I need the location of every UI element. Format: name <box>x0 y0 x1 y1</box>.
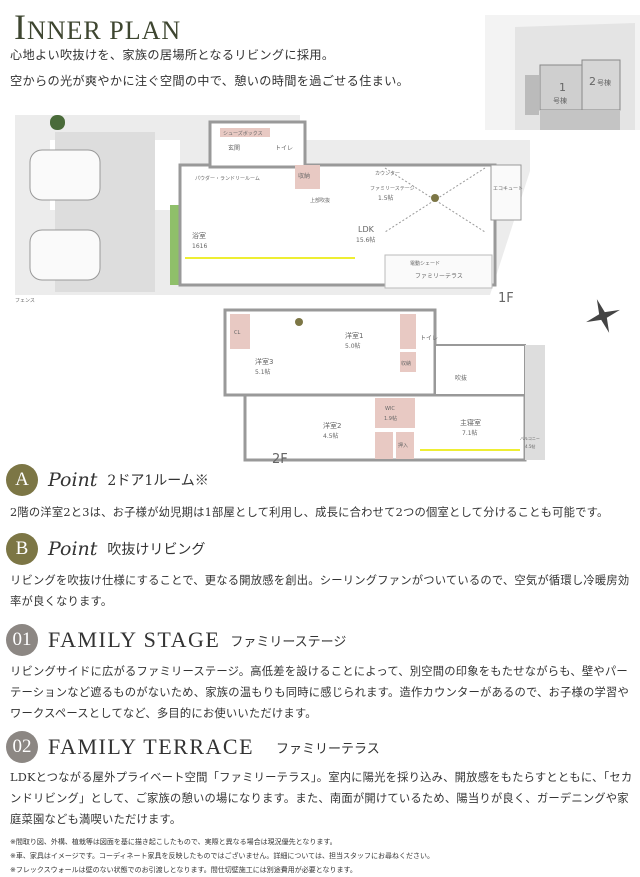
lead-line-2: 空からの光が爽やかに注ぐ空間の中で、憩いの時間を過ごせる住まい。 <box>10 74 410 88</box>
lot-1-label: 号棟 <box>553 96 567 105</box>
room-toilet-1f: トイレ <box>275 145 293 152</box>
room-shoes-box: シューズボックス <box>223 130 263 137</box>
site-map: 1 号棟 2 号棟 <box>485 15 640 130</box>
room-balcony: バルコニー <box>520 436 540 441</box>
room-counter: カウンター <box>375 170 400 177</box>
point-a-body: 2階の洋室2と3は、お子様が幼児期は1部屋として利用し、成長に合わせて2つの個室… <box>10 506 609 519</box>
ecocute-label: エコキュート <box>493 186 523 192</box>
lead-line-1: 心地よい吹抜けを、家族の居場所となるリビングに採用。 <box>10 48 335 62</box>
room-western-1-size: 5.0帖 <box>345 342 361 350</box>
room-awning: 電動シェード <box>410 260 440 267</box>
floor-plan-2f: CL 洋室1 5.0帖 洋室3 5.1帖 トイレ 収納 吹抜 WIC 1.9帖 … <box>223 308 545 465</box>
lot-2-label: 号棟 <box>597 78 611 87</box>
point-a-word: Point <box>48 469 98 491</box>
room-closet: 押入 <box>398 442 408 449</box>
lot-2-number: 2 <box>589 75 596 88</box>
room-western-1: 洋室1 <box>345 331 363 340</box>
section-01-title: FAMILY STAGE <box>48 627 221 652</box>
room-bath: 浴室 <box>192 231 206 240</box>
point-b-title: 吹抜けリビング <box>107 542 206 558</box>
room-toilet-2f: トイレ <box>420 335 438 342</box>
room-master-bedroom: 主寝室 <box>460 418 481 427</box>
page-title: INNER PLAN <box>14 6 181 48</box>
section-01-body: リビングサイドに広がるファミリーステージ。高低差を設けることによって、別空間の印… <box>10 665 630 720</box>
compass-icon <box>586 299 620 333</box>
point-b-word: Point <box>48 538 98 560</box>
room-family-stage: ファミリーステージ <box>370 186 415 192</box>
room-balcony-size: 4.5帖 <box>525 443 535 449</box>
footnotes: ※間取り図、外構、植栽等は図面を基に描き起こしたもので、実際と異なる場合は現況優… <box>10 835 434 877</box>
room-storage-1f: 収納 <box>298 172 310 180</box>
room-powder: パウダー・ランドリールーム <box>195 175 260 182</box>
point-b-badge: B <box>6 533 38 565</box>
section-02-subtitle: ファミリーテラス <box>276 741 380 757</box>
title-initial: I <box>14 7 27 47</box>
footnote: ※車、家具はイメージです。コーディネート家具を反映したものではございません。詳細… <box>10 852 434 860</box>
lot-1-number: 1 <box>559 81 566 94</box>
point-a-title: 2ドア1ルーム※ <box>107 473 209 489</box>
room-void: 吹抜 <box>455 374 467 382</box>
room-ldk: LDK <box>358 225 375 234</box>
room-genkan: 玄関 <box>228 144 240 152</box>
room-western-3-size: 5.1帖 <box>255 368 271 376</box>
section-01-subtitle: ファミリーステージ <box>230 634 347 650</box>
room-wic-size: 1.9帖 <box>384 415 397 422</box>
section-01-heading: 01 FAMILY STAGE ファミリーステージ <box>6 624 346 656</box>
point-a-heading: A Point 2ドア1ルーム※ <box>6 464 209 496</box>
point-a-badge: A <box>6 464 38 496</box>
point-b-body: リビングを吹抜け仕様にすることで、更なる開放感を創出。シーリングファンがついてい… <box>10 574 630 608</box>
fence-label: フェンス <box>15 298 35 304</box>
room-bath-size: 1616 <box>192 243 207 250</box>
room-master-size: 7.1帖 <box>462 429 478 437</box>
room-wic: WIC <box>385 406 395 412</box>
section-02-heading: 02 FAMILY TERRACE ファミリーテラス <box>6 731 380 763</box>
room-stair-void: 上部吹抜 <box>310 197 330 204</box>
floor-plan-1f: 玄関 シューズボックス トイレ 収納 パウダー・ランドリールーム 浴室 1616… <box>15 115 530 305</box>
title-rest: NNER PLAN <box>27 16 182 45</box>
section-01-badge: 01 <box>6 624 38 656</box>
room-western-3: 洋室3 <box>255 357 273 366</box>
floor-label-2f: 2F <box>272 452 288 465</box>
room-storage-2f: 収納 <box>401 360 411 367</box>
room-western-2: 洋室2 <box>323 421 341 430</box>
section-02-body: LDKとつながる屋外プライベート空間「ファミリーテラス」。室内に陽光を採り込み、… <box>10 771 633 826</box>
room-cl-1: CL <box>234 330 240 336</box>
footnote: ※フレックスウォールは壁のない状態でのお引渡しとなります。間仕切壁施工には別途費… <box>10 866 357 874</box>
room-family-terrace: ファミリーテラス <box>415 273 463 280</box>
section-02-title: FAMILY TERRACE <box>48 734 255 759</box>
room-western-2-size: 4.5帖 <box>323 432 339 440</box>
room-family-stage-size: 1.5帖 <box>378 194 394 202</box>
section-02-badge: 02 <box>6 731 38 763</box>
floor-label-1f: 1F <box>498 291 514 305</box>
footnote: ※間取り図、外構、植栽等は図面を基に描き起こしたもので、実際と異なる場合は現況優… <box>10 838 337 846</box>
point-b-heading: B Point 吹抜けリビング <box>6 533 205 565</box>
room-ldk-size: 15.6帖 <box>356 236 375 244</box>
